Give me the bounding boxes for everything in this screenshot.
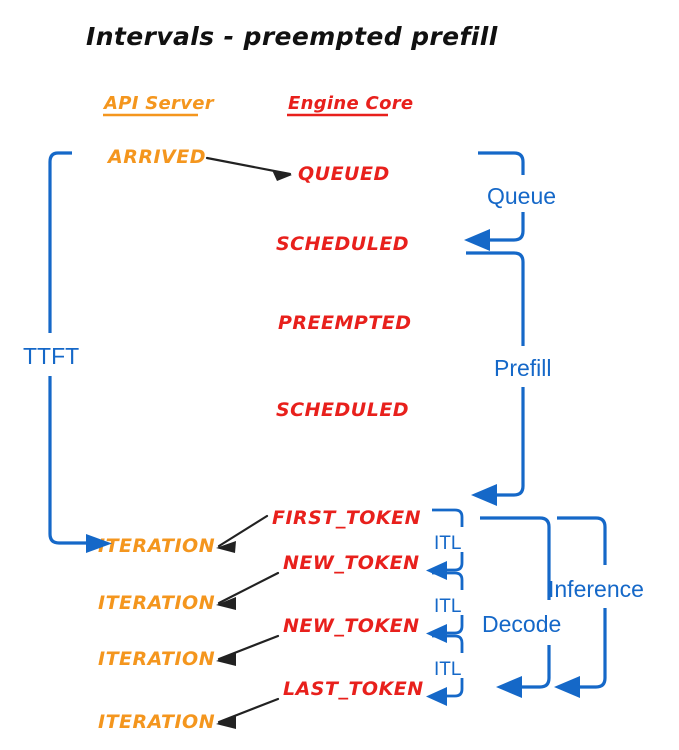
page-title: Intervals - preempted prefill: [86, 22, 498, 51]
interval-label-ttft: TTFT: [23, 343, 79, 369]
event-scheduled-1: SCHEDULED: [276, 233, 409, 255]
interval-label-itl-1: ITL: [434, 533, 461, 554]
event-iteration-3: ITERATION: [98, 648, 215, 670]
interval-label-queue: Queue: [487, 183, 556, 209]
event-queued: QUEUED: [298, 163, 390, 185]
event-new-token-2: NEW_TOKEN: [283, 615, 420, 637]
lane-header-engine-core: Engine Core: [288, 93, 413, 114]
interval-bracket-itl-1: [426, 508, 464, 580]
event-iteration-2: ITERATION: [98, 592, 215, 614]
event-iteration-4: ITERATION: [98, 711, 215, 733]
arrow-last-token-to-iteration-4: [216, 697, 280, 729]
interval-bracket-itl-2: [426, 571, 464, 643]
interval-label-inference: Inference: [548, 576, 644, 602]
lane-header-api-server: API Server: [102, 93, 215, 114]
arrow-arrived-to-queued: [205, 156, 292, 181]
event-last-token: LAST_TOKEN: [283, 678, 424, 700]
interval-bracket-inference: [554, 516, 607, 698]
interval-label-decode: Decode: [482, 611, 561, 637]
event-iteration-1: ITERATION: [98, 535, 215, 557]
event-preempted: PREEMPTED: [278, 312, 412, 334]
interval-bracket-prefill: [466, 251, 525, 506]
event-arrived: ARRIVED: [106, 146, 206, 168]
event-new-token-1: NEW_TOKEN: [283, 552, 420, 574]
arrow-first-token-to-iteration-1: [216, 514, 269, 553]
interval-label-itl-3: ITL: [434, 659, 461, 680]
interval-bracket-queue: [464, 151, 525, 251]
interval-bracket-ttft: [48, 151, 112, 553]
interval-label-itl-2: ITL: [434, 596, 461, 617]
arrow-new-token-2-to-iteration-3: [216, 634, 280, 666]
event-first-token: FIRST_TOKEN: [272, 507, 421, 529]
interval-bracket-itl-3: [426, 634, 464, 706]
event-scheduled-2: SCHEDULED: [276, 399, 409, 421]
interval-bracket-decode: [480, 516, 551, 698]
arrow-new-token-1-to-iteration-2: [216, 571, 280, 610]
interval-label-prefill: Prefill: [494, 355, 552, 381]
